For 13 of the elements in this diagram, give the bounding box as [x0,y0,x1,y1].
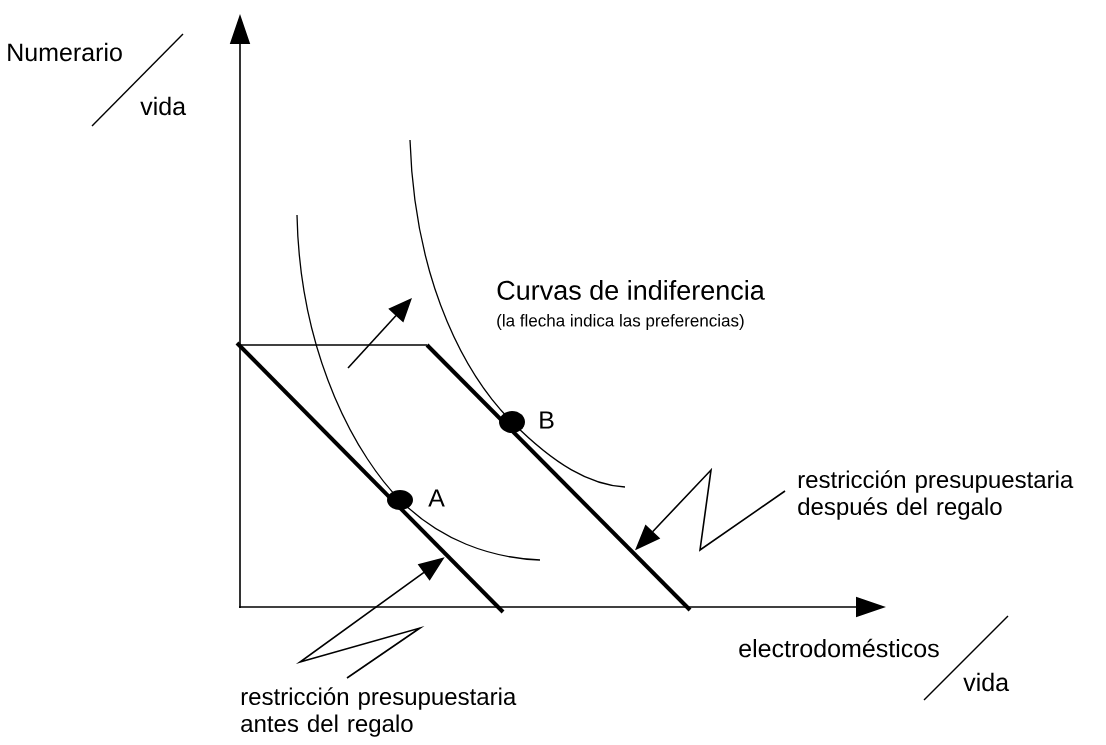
axis-label: electrodomésticos [739,638,939,658]
point-label: B [540,411,554,429]
budget-line [235,341,505,614]
point-label: A [428,489,445,507]
axis-label: vida [140,96,187,116]
callout-text: restricción presupuestaria después del regalo [798,470,1074,520]
callout-text: restricción presupuestaria antes del regalo [241,687,517,737]
leader-line [635,467,786,552]
axis-label: vida [963,672,1010,692]
note-text: (la flecha indica las preferencias) [497,314,744,330]
chart-heading: Curvas de indiferencia [497,280,765,300]
budget-line [425,343,692,612]
axis-label: Numerario [8,42,122,62]
